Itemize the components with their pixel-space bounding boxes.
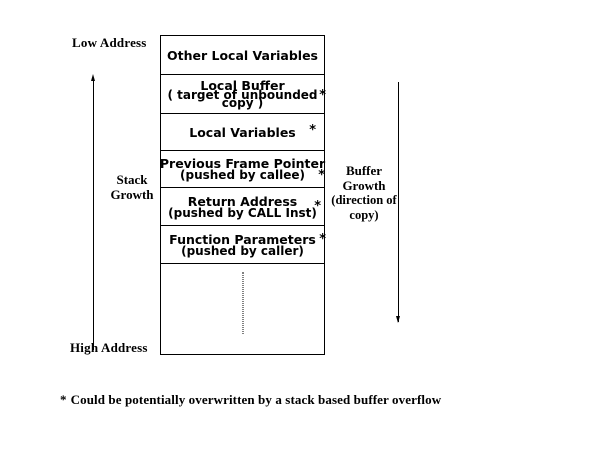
footnote: *Could be potentially overwritten by a s… (60, 392, 441, 408)
overwrite-marker-asterisk: * (309, 123, 316, 138)
stack-row-other-local-variables: Other Local Variables (161, 36, 324, 75)
stack-frame-box: Other Local Variables Local Buffer ( tar… (159, 35, 326, 355)
overwrite-marker-asterisk: * (314, 199, 321, 214)
stack-growth-label-line-1: Stack (116, 172, 148, 187)
stack-row-function-parameters: Function Parameters (pushed by caller) * (161, 226, 326, 264)
stack-row-return-address: Return Address (pushed by CALL Inst) * (161, 188, 324, 226)
stack-row-line-2: ( target of unbounded (167, 88, 318, 102)
stack-row-line-2: (pushed by callee) (180, 168, 305, 182)
stack-row-line-3: copy ) (221, 96, 264, 110)
buffer-growth-label-line-1: Buffer (345, 163, 383, 178)
stack-row-local-buffer: Local Buffer ( target of unbounded copy … (161, 75, 326, 114)
stack-row-line-1: Local Variables (189, 124, 296, 140)
stack-row-line-2: (pushed by caller) (181, 243, 304, 258)
footnote-text: Could be potentially overwritten by a st… (70, 392, 442, 407)
stack-growth-arrow-head-up-icon (90, 74, 95, 81)
vertical-ellipsis-dotted-line (242, 272, 243, 334)
high-address-label: High Address (70, 340, 148, 355)
stack-row-line-1: Local Buffer (200, 78, 285, 93)
stack-row-local-variables: Local Variables * (161, 114, 324, 151)
low-address-label: Low Address (72, 35, 147, 50)
stack-row-previous-frame-pointer: Previous Frame Pointer (pushed by callee… (159, 151, 326, 188)
stack-row-line-2: (pushed by CALL Inst) (168, 205, 317, 220)
stack-row-continuation (161, 264, 324, 352)
stack-growth-arrow-shaft (93, 78, 94, 350)
footnote-asterisk: * (60, 392, 67, 407)
overwrite-marker-asterisk: * (318, 168, 325, 183)
buffer-growth-label-line-3: (direction of (331, 193, 397, 207)
overwrite-marker-asterisk: * (319, 88, 326, 103)
buffer-growth-label: Buffer Growth (direction of copy) (329, 163, 399, 223)
buffer-growth-arrow-shaft (398, 82, 399, 322)
stack-row-line-1: Previous Frame Pointer (159, 156, 326, 171)
stack-row-line-1: Return Address (187, 193, 298, 209)
stack-row-line-1: Function Parameters (169, 231, 316, 247)
stack-row-line-1: Other Local Variables (167, 47, 318, 63)
buffer-growth-arrow-head-down-icon (395, 316, 400, 323)
buffer-growth-label-line-4: copy) (349, 208, 379, 222)
stack-growth-label: Stack Growth (104, 172, 160, 202)
buffer-growth-label-line-2: Growth (342, 178, 386, 193)
overwrite-marker-asterisk: * (319, 232, 326, 247)
stack-growth-label-line-2: Growth (110, 187, 154, 202)
